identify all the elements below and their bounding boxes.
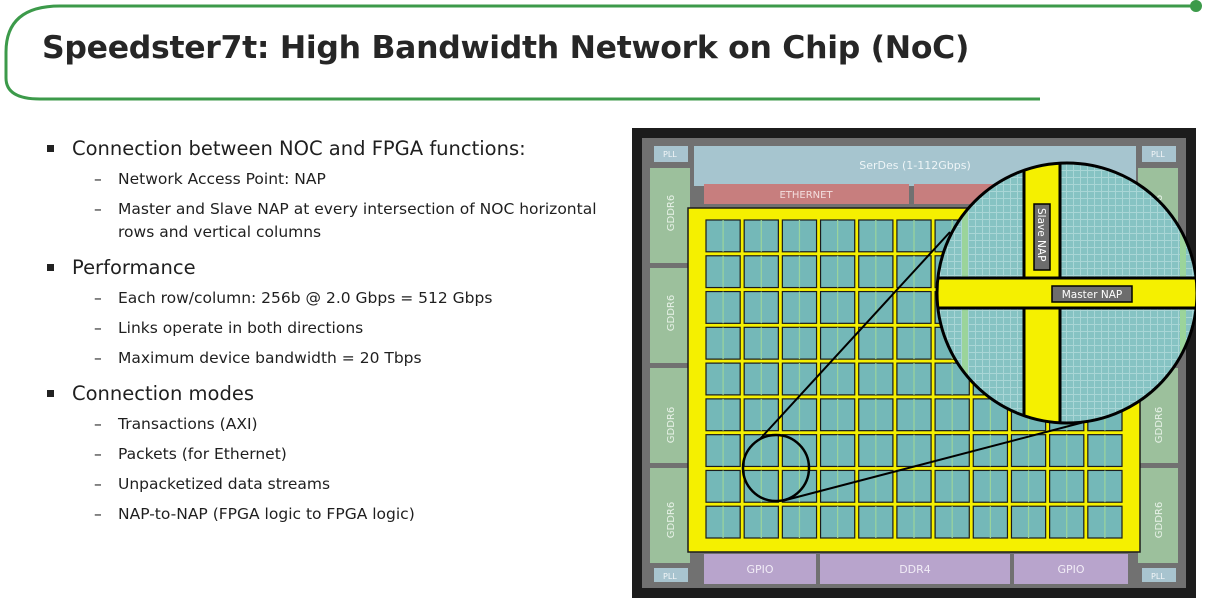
gddr6-block — [650, 368, 690, 463]
sub-bullet: –Packets (for Ethernet) — [94, 445, 287, 463]
zoom-connector-line — [759, 231, 951, 440]
bullet-connection: Connection between NOC and FPGA function… — [38, 132, 608, 165]
gpio-block — [1014, 554, 1128, 584]
pll-block — [654, 146, 688, 162]
gddr6-label: GDDR6 — [666, 502, 677, 538]
gddr6-block — [650, 268, 690, 363]
title-frame-dot — [1190, 0, 1202, 12]
gddr6-block — [650, 168, 690, 263]
pll-block — [1142, 146, 1176, 162]
serdes-label: SerDes (1-112Gbps) — [859, 159, 971, 172]
sub-bullet: –Transactions (AXI) — [94, 415, 258, 433]
pll-block — [654, 568, 688, 582]
ddr4-block — [820, 554, 1010, 584]
bullet-performance: Performance — [38, 251, 608, 284]
ddr4-label: DDR4 — [899, 563, 931, 576]
master-nap-label: Master NAP — [1062, 289, 1123, 301]
gddr6-label: GDDR6 — [666, 195, 677, 231]
pll-blocks: PLL PLL PLL PLL — [654, 146, 1176, 582]
slave-nap-label: Slave NAP — [1035, 208, 1047, 261]
sub-bullet-text: Unpacketized data streams — [118, 475, 331, 493]
sub-bullet-text: Links operate in both directions — [118, 319, 364, 337]
pll-label: PLL — [1151, 572, 1165, 581]
pll-block — [1142, 568, 1176, 582]
master-nap-box — [1051, 285, 1133, 303]
gpio-block — [704, 554, 816, 584]
sub-bullet-text: Master and Slave NAP at every intersecti… — [118, 200, 597, 241]
sub-bullet: –Links operate in both directions — [94, 319, 364, 337]
sub-bullet: –Master and Slave NAP at every intersect… — [94, 200, 597, 241]
gddr6-block — [650, 468, 690, 563]
pll-label: PLL — [663, 150, 677, 159]
pll-label: PLL — [663, 572, 677, 581]
slave-nap-box — [1033, 203, 1051, 271]
gpio-label: GPIO — [1057, 563, 1084, 576]
sub-bullet-text: Transactions (AXI) — [118, 415, 258, 433]
gpio-label: GPIO — [746, 563, 773, 576]
sub-bullet-text: NAP-to-NAP (FPGA logic to FPGA logic) — [118, 505, 415, 523]
gddr6-label: GDDR6 — [666, 295, 677, 331]
sub-bullet-text: Each row/column: 256b @ 2.0 Gbps = 512 G… — [118, 289, 493, 307]
ethernet-label: ETHERNET — [779, 190, 833, 201]
bullet-connection-modes: Connection modes — [38, 377, 608, 410]
magnifier: Slave NAP Master NAP — [937, 163, 1196, 423]
gddr6-label: GDDR6 — [1154, 407, 1165, 443]
gddr6-block — [1138, 468, 1178, 563]
sub-bullet: –Each row/column: 256b @ 2.0 Gbps = 512 … — [94, 289, 493, 307]
zoom-connector-line — [781, 419, 1093, 502]
sub-bullet: –NAP-to-NAP (FPGA logic to FPGA logic) — [94, 505, 415, 523]
sub-bullet: –Maximum device bandwidth = 20 Tbps — [94, 349, 422, 367]
ethernet-block — [704, 184, 909, 204]
title-frame-line — [4, 4, 1196, 101]
gddr6-label: GDDR6 — [1154, 502, 1165, 538]
zoom-source-circle — [741, 433, 811, 503]
noc-die-diagram: PLL PLL PLL PLL SerDes (1-112Gbps) ETHER… — [632, 128, 1196, 598]
title-frame — [4, 0, 1202, 101]
magnifier-ring — [935, 161, 1196, 425]
gddr6-label: GDDR6 — [666, 407, 677, 443]
sub-bullet: –Unpacketized data streams — [94, 475, 331, 493]
sub-bullet-text: Packets (for Ethernet) — [118, 445, 287, 463]
pll-label: PLL — [1151, 150, 1165, 159]
sub-bullet: –Network Access Point: NAP — [94, 170, 326, 188]
bullet-list: Connection between NOC and FPGA function… — [38, 128, 608, 533]
slide-title: Speedster7t: High Bandwidth Network on C… — [42, 30, 970, 66]
sub-bullet-text: Network Access Point: NAP — [118, 170, 326, 188]
sub-bullet-text: Maximum device bandwidth = 20 Tbps — [118, 349, 422, 367]
